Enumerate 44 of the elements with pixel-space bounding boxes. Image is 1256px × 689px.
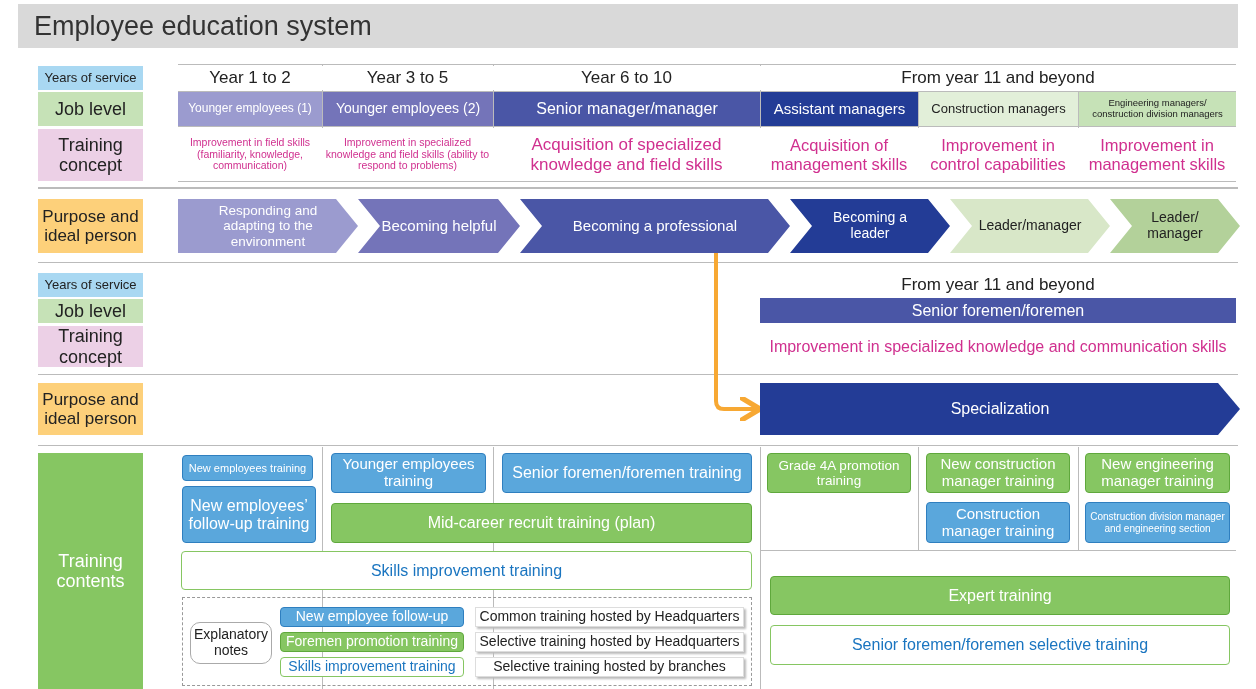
job-level-cell: Younger employees (1) [178,92,322,126]
training-box: Expert training [770,576,1230,615]
row-header: Training contents [38,453,143,689]
row-header: Job level [38,299,143,323]
job-level-cell: Engineering managers/ construction division managers [1079,92,1236,126]
chevron-banner: Responding and adapting to the environment [178,199,358,253]
row-header: Purpose and ideal person [38,383,143,435]
chevron-banner: Becoming a leader [790,199,950,253]
training-box: New construction manager training [926,453,1070,493]
chevron-banner: Leader/manager [950,199,1110,253]
page-title: Employee education system [18,4,1238,48]
legend-description: Selective training hosted by branches [475,657,744,677]
chevron-banner: Leader/ manager [1110,199,1240,253]
training-box: Construction manager training [926,502,1070,543]
training-box: Younger employees training [331,453,486,493]
row-header: Purpose and ideal person [38,199,143,253]
notes-label: Explanatory notes [190,622,272,664]
chevron-banner: Specialization [760,383,1240,435]
job-level-cell: Assistant managers [761,92,918,126]
chevron-banner: Becoming a professional [520,199,790,253]
training-box: Senior foremen/foremen selective training [770,625,1230,665]
legend-description: Selective training hosted by Headquarters [475,632,744,652]
job-level-cell: Construction managers [919,92,1078,126]
training-box: Grade 4A promotion training [767,453,911,493]
row-header: Training concept [38,326,143,367]
row-header: Training concept [38,129,143,181]
chevron-banner: Becoming helpful [358,199,520,253]
legend-sample: Skills improvement training [280,657,464,677]
job-level-cell: Senior manager/manager [494,92,760,126]
job-level-bar: Senior foremen/foremen [760,298,1236,323]
legend-sample: Foremen promotion training [280,632,464,652]
training-box: Skills improvement training [181,551,752,590]
training-box: Senior foremen/foremen training [502,453,752,493]
training-box: New engineering manager training [1085,453,1230,493]
training-box: New employees training [182,455,313,481]
row-header: Job level [38,92,143,126]
training-box: Mid-career recruit training (plan) [331,503,752,543]
row-header: Years of service [38,273,143,297]
training-box: New employees’ follow-up training [182,486,316,543]
training-box: Construction division manager and engineering section [1085,502,1230,543]
legend-sample: New employee follow-up [280,607,464,627]
row-header: Years of service [38,66,143,90]
job-level-cell: Younger employees (2) [323,92,493,126]
legend-description: Common training hosted by Headquarters [475,607,744,627]
